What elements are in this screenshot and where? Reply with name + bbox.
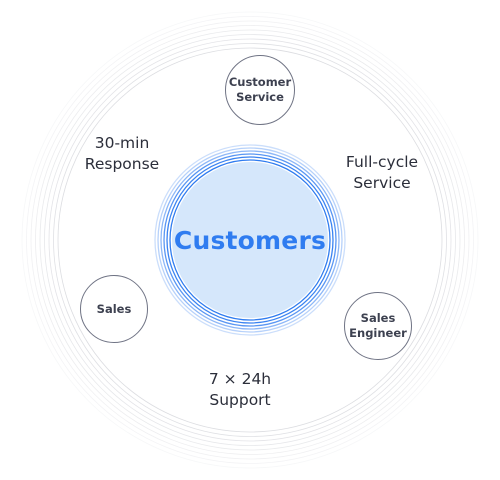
center-ring [154, 144, 346, 336]
orbit-ring [39, 29, 461, 451]
center-ring [163, 153, 337, 327]
annotation-response-time: 30-min Response [84, 134, 160, 173]
center-rings [154, 144, 346, 336]
node-sales-label: Sales [96, 301, 132, 316]
center-ring [160, 150, 340, 330]
orbit-ring [57, 47, 443, 433]
node-sales: Sales [80, 275, 148, 343]
annotation-full-cycle-service: Full-cycle Service [345, 153, 419, 192]
node-customer-service: Customer Service [225, 55, 295, 125]
orbit-ring [48, 38, 452, 442]
node-sales-engineer-label: Sales Engineer [349, 311, 407, 340]
orbit-ring [53, 43, 447, 437]
orbit-rings [21, 11, 479, 469]
center-ring [166, 156, 334, 324]
center-ring [157, 147, 343, 333]
node-customer-service-label: Customer Service [228, 75, 292, 104]
center-circle [172, 162, 328, 318]
orbit-ring [30, 20, 470, 460]
node-sales-engineer: Sales Engineer [344, 292, 412, 360]
orbit-ring [26, 16, 474, 464]
annotation-support-hours: 7 × 24h Support [208, 370, 272, 409]
center-label: Customers [173, 225, 327, 255]
orbit-ring [44, 34, 456, 446]
orbit-ring [21, 11, 479, 469]
center-ring [169, 159, 331, 321]
orbit-ring [35, 25, 465, 455]
